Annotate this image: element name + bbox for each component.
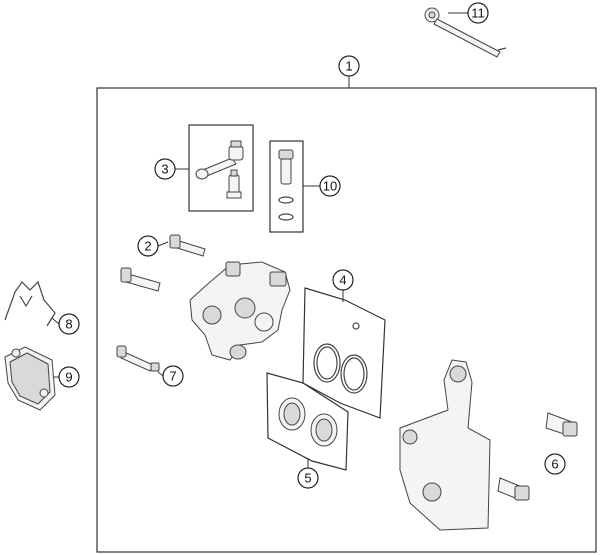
callout-6: 6 xyxy=(544,453,566,475)
callout-11-label: 11 xyxy=(471,6,485,21)
callout-2-label: 2 xyxy=(144,239,151,254)
callout-7-label: 7 xyxy=(169,369,176,384)
sub-box-3 xyxy=(188,124,254,212)
callout-4: 4 xyxy=(332,269,354,291)
part-8-pad-spring xyxy=(4,280,56,327)
callout-3: 3 xyxy=(154,158,176,180)
callout-8-label: 8 xyxy=(65,317,72,332)
callout-3-label: 3 xyxy=(161,162,168,177)
part-10-bleed-screw xyxy=(278,149,294,221)
part-9-brake-pads xyxy=(4,346,56,411)
callout-8: 8 xyxy=(58,313,80,335)
callout-1-label: 1 xyxy=(345,59,352,74)
leader-2 xyxy=(157,241,169,247)
part-2-caliper-pins xyxy=(120,234,206,292)
assembly-frame xyxy=(96,87,597,553)
callout-6-label: 6 xyxy=(551,457,558,472)
callout-10: 10 xyxy=(319,175,341,197)
callout-5-label: 5 xyxy=(304,471,311,486)
callout-11: 11 xyxy=(467,2,489,24)
leader-8 xyxy=(51,317,60,325)
part-4-piston-seals xyxy=(313,322,368,394)
callout-9-label: 9 xyxy=(65,370,72,385)
callout-2: 2 xyxy=(137,235,159,257)
part-7-bolt xyxy=(116,345,160,372)
callout-10-label: 10 xyxy=(323,179,337,194)
callout-5: 5 xyxy=(297,467,319,489)
part-3-bleed-valve xyxy=(195,140,244,199)
callout-7: 7 xyxy=(162,365,184,387)
part-5-pistons xyxy=(278,397,338,447)
callout-4-label: 4 xyxy=(339,273,346,288)
sub-box-5 xyxy=(266,372,349,471)
part-6-bracket-bolts xyxy=(497,412,578,501)
callout-9: 9 xyxy=(58,366,80,388)
part-11-brake-line xyxy=(424,7,507,58)
callout-1: 1 xyxy=(338,55,360,77)
brake-caliper-body xyxy=(189,261,291,361)
caliper-mounting-bracket xyxy=(399,359,491,531)
leader-7 xyxy=(157,371,164,377)
